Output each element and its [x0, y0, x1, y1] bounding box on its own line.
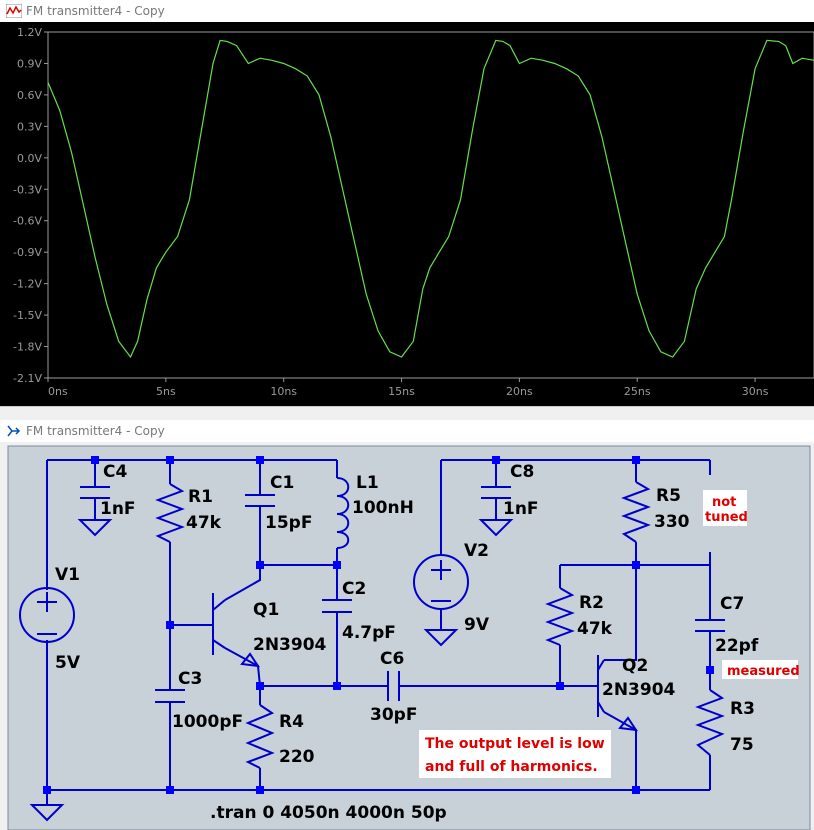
- y-tick-label: -0.9V: [13, 246, 42, 259]
- trace-line: [47, 39, 814, 359]
- r2-label: R2: [579, 593, 604, 613]
- c2-label: C2: [342, 579, 366, 599]
- schematic-icon: [7, 425, 21, 437]
- y-tick-label: 0.0V: [17, 152, 42, 165]
- c1-label: C1: [270, 473, 294, 493]
- wires: [46, 459, 711, 791]
- measured-note: measured: [722, 660, 800, 679]
- r5-value: 330: [654, 512, 690, 532]
- v2-value: 9V: [464, 615, 490, 635]
- x-tick-label: 15ns: [388, 385, 415, 398]
- not-tuned-note-box: [703, 490, 747, 526]
- y-tick-label: -0.6V: [13, 215, 42, 228]
- r2-value: 47k: [577, 619, 613, 639]
- c1-value: 15pF: [265, 513, 312, 533]
- q1-label: Q1: [253, 600, 279, 620]
- measured-label: measured: [727, 664, 800, 679]
- plot-background: [0, 22, 814, 406]
- c6-label: C6: [380, 649, 404, 669]
- y-tick-label: -0.3V: [13, 183, 42, 196]
- y-tick-label: -1.8V: [13, 341, 42, 354]
- c4-label: C4: [103, 462, 127, 482]
- x-tick-label: 20ns: [506, 385, 533, 398]
- c6-value: 30pF: [370, 705, 417, 725]
- c8-label: C8: [510, 462, 534, 482]
- c8-value: 1nF: [503, 499, 539, 519]
- y-tick-label: 1.2V: [17, 26, 42, 39]
- v1-value: 5V: [55, 653, 81, 673]
- r4-value: 220: [279, 747, 315, 767]
- capacitor-c8[interactable]: [481, 486, 511, 499]
- r4-label: R4: [279, 712, 304, 732]
- schematic-window[interactable]: FM transmitter4 - Copy: [0, 420, 814, 830]
- not-tuned-note: not tuned: [703, 490, 748, 526]
- not-tuned-line-2: tuned: [705, 510, 748, 525]
- schematic-background: [7, 445, 811, 830]
- l1-label: L1: [356, 473, 379, 493]
- resistor-r2[interactable]: [545, 587, 575, 646]
- r3-value: 75: [730, 735, 754, 755]
- waveform-icon: [6, 4, 22, 18]
- v1-source[interactable]: [19, 587, 75, 643]
- y-tick-label: 0.3V: [17, 120, 42, 133]
- waveform-plot[interactable]: 1.2V 0.9V 0.6V 0.3V 0.0V -0.3V -0.6V -0.9V -1.2V…: [0, 22, 814, 406]
- measured-note-box: [722, 660, 798, 679]
- capacitor-c1[interactable]: [245, 494, 275, 507]
- junction-dots: [43, 456, 714, 794]
- capacitor-c7[interactable]: [695, 619, 725, 632]
- waveform-window-titlebar[interactable]: FM transmitter4 - Copy: [0, 0, 814, 23]
- waveform-window-title: FM transmitter4 - Copy: [26, 4, 165, 18]
- q2-label: Q2: [622, 656, 648, 676]
- y-tick-label: -1.5V: [13, 309, 42, 322]
- c7-value: 22pf: [715, 636, 759, 656]
- spice-directive[interactable]: .tran 0 4050n 4000n 50p: [210, 803, 447, 823]
- schematic-window-title: FM transmitter4 - Copy: [26, 424, 165, 438]
- inductor-l1[interactable]: [336, 477, 350, 549]
- capacitor-c6[interactable]: [387, 671, 400, 701]
- r1-value: 47k: [186, 513, 222, 533]
- q1-value: 2N3904: [253, 635, 327, 655]
- y-tick-label: 0.6V: [17, 89, 42, 102]
- transistor-q1[interactable]: [212, 593, 261, 668]
- x-tick-label: 25ns: [624, 385, 651, 398]
- not-tuned-line-1: not: [712, 495, 736, 510]
- q2-value: 2N3904: [602, 680, 676, 700]
- r5-label: R5: [656, 486, 681, 506]
- capacitor-c4[interactable]: [80, 486, 110, 499]
- waveform-window[interactable]: FM transmitter4 - Copy 1.2V 0.9V 0.6V 0.3V 0…: [0, 0, 814, 408]
- plot-frame: [47, 31, 814, 379]
- output-note: The output level is low and full of harm…: [419, 730, 611, 778]
- r3-label: R3: [730, 699, 755, 719]
- capacitor-c2[interactable]: [322, 599, 352, 613]
- schematic-window-titlebar[interactable]: FM transmitter4 - Copy: [0, 420, 814, 443]
- transistor-q2[interactable]: [597, 655, 639, 732]
- c7-label: C7: [720, 594, 744, 614]
- v2-source[interactable]: [413, 554, 469, 610]
- output-note-line-2: and full of harmonics.: [425, 759, 598, 775]
- x-tick-label: 30ns: [742, 385, 769, 398]
- ground-symbols: [29, 519, 514, 822]
- resistor-r1[interactable]: [155, 483, 185, 543]
- y-tick-label: -2.1V: [13, 372, 42, 385]
- x-tick-label: 5ns: [156, 385, 176, 398]
- v1-label: V1: [55, 565, 80, 585]
- output-note-line-1: The output level is low: [425, 736, 605, 752]
- capacitor-c3[interactable]: [155, 689, 185, 703]
- r1-label: R1: [188, 487, 213, 507]
- resistor-r4[interactable]: [245, 704, 275, 769]
- y-tick-label: 0.9V: [17, 57, 42, 70]
- c4-value: 1nF: [100, 499, 136, 519]
- c3-value: 1000pF: [172, 712, 243, 732]
- resistor-r5[interactable]: [621, 481, 651, 543]
- v2-label: V2: [464, 541, 489, 561]
- schematic-canvas[interactable]: V1 5V C4 1nF R1 47k C1 15pF L1 100nH C2 …: [0, 442, 814, 830]
- l1-value: 100nH: [352, 498, 414, 518]
- y-tick-label: -1.2V: [13, 278, 42, 291]
- c2-value: 4.7pF: [342, 623, 396, 643]
- x-tick-label: 10ns: [270, 385, 297, 398]
- output-note-box: [419, 730, 611, 778]
- resistor-r3[interactable]: [695, 689, 725, 756]
- c3-label: C3: [178, 669, 202, 689]
- x-tick-label: 0ns: [48, 385, 68, 398]
